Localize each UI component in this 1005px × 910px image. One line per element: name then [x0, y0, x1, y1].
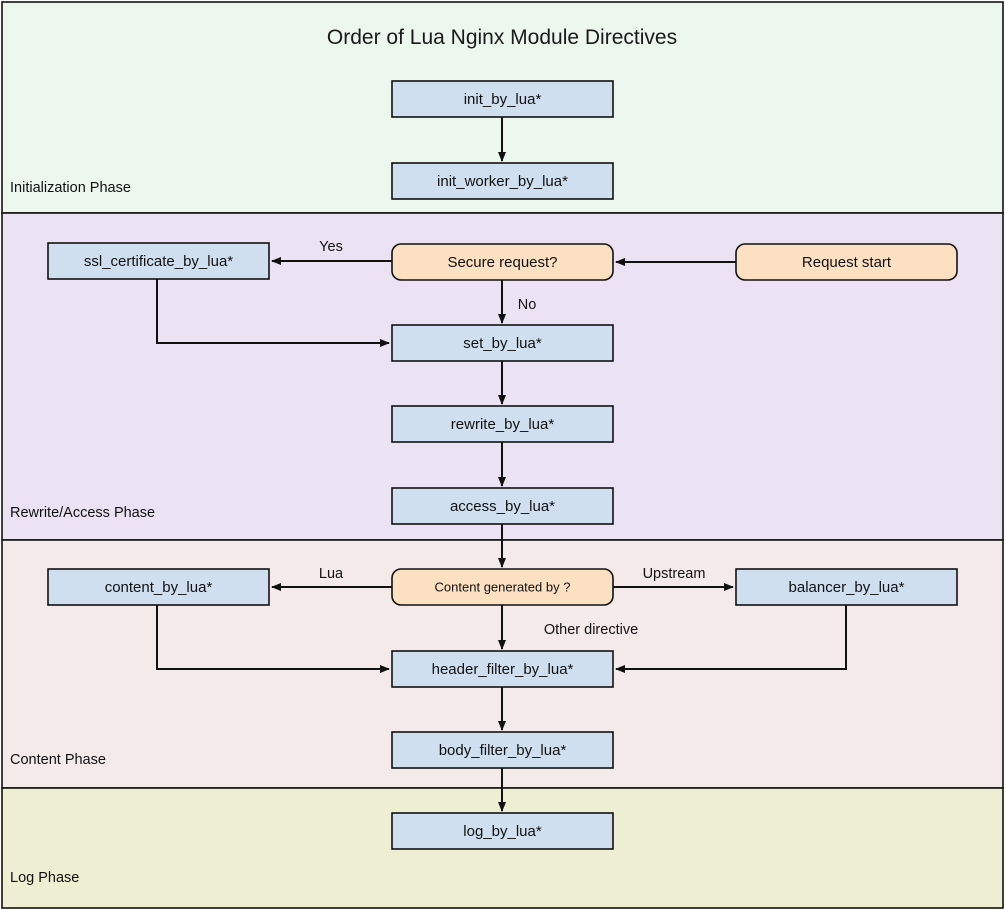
node-label-request_start: Request start	[802, 254, 892, 271]
node-init_by_lua[interactable]: init_by_lua*	[391, 80, 614, 118]
phase-band-label-rewrite: Rewrite/Access Phase	[10, 505, 155, 521]
edge-label-content-upstream-to-balancer: Upstream	[643, 566, 706, 582]
node-label-content_generated_by: Content generated by ?	[435, 579, 571, 594]
phase-band-label-content: Content Phase	[10, 752, 106, 768]
node-shape-log_by_lua[interactable]	[391, 812, 614, 850]
edge-label-secure-no-to-set: No	[518, 297, 537, 313]
node-label-init_by_lua: init_by_lua*	[464, 91, 542, 108]
edge-content-other-to-header: Other directive	[498, 605, 638, 650]
edge-label-content-other-to-header: Other directive	[544, 622, 638, 638]
node-set_by_lua[interactable]: set_by_lua*	[391, 324, 614, 362]
edge-label-content-lua-to-contentbylua: Lua	[319, 566, 344, 582]
node-log_by_lua[interactable]: log_by_lua*	[391, 812, 614, 850]
edge-contentbylua-to-header	[156, 605, 390, 673]
flow-nodes: init_by_lua* init_worker_by_lua* Request s…	[47, 80, 958, 850]
node-shape-secure_request[interactable]	[391, 243, 614, 281]
node-label-header_filter_by_lua: header_filter_by_lua*	[432, 661, 574, 678]
node-label-ssl_certificate_by_lua: ssl_certificate_by_lua*	[84, 253, 233, 270]
node-secure_request[interactable]: Secure request?	[391, 243, 614, 281]
node-label-balancer_by_lua: balancer_by_lua*	[789, 579, 905, 596]
edge-balancer-to-header	[615, 605, 847, 673]
node-request_start[interactable]: Request start	[735, 243, 958, 281]
edge-content-upstream-to-balancer: Upstream	[613, 566, 734, 591]
edge-content-lua-to-contentbylua: Lua	[271, 566, 392, 591]
node-label-init_worker_by_lua: init_worker_by_lua*	[437, 173, 568, 190]
edge-label-secure-yes-to-ssl: Yes	[319, 239, 343, 255]
node-ssl_certificate_by_lua[interactable]: ssl_certificate_by_lua*	[47, 242, 270, 280]
node-shape-request_start[interactable]	[735, 243, 958, 281]
node-label-secure_request: Secure request?	[447, 254, 557, 271]
node-shape-content_generated_by[interactable]	[391, 568, 614, 606]
edge-line-balancer-to-header	[615, 605, 847, 673]
node-shape-header_filter_by_lua[interactable]	[391, 650, 614, 688]
node-label-content_by_lua: content_by_lua*	[105, 579, 213, 596]
edge-line-contentbylua-to-header	[156, 605, 390, 673]
phase-band-label-init: Initialization Phase	[10, 180, 131, 196]
node-shape-access_by_lua[interactable]	[391, 487, 614, 525]
node-content_generated_by[interactable]: Content generated by ?	[391, 568, 614, 606]
node-balancer_by_lua[interactable]: balancer_by_lua*	[735, 568, 958, 606]
node-label-rewrite_by_lua: rewrite_by_lua*	[451, 416, 555, 433]
node-label-body_filter_by_lua: body_filter_by_lua*	[439, 742, 567, 759]
node-access_by_lua[interactable]: access_by_lua*	[391, 487, 614, 525]
node-body_filter_by_lua[interactable]: body_filter_by_lua*	[391, 731, 614, 769]
node-shape-body_filter_by_lua[interactable]	[391, 731, 614, 769]
edge-ssl-to-set	[156, 279, 390, 347]
node-header_filter_by_lua[interactable]: header_filter_by_lua*	[391, 650, 614, 688]
node-shape-content_by_lua[interactable]	[47, 568, 270, 606]
node-shape-set_by_lua[interactable]	[391, 324, 614, 362]
edge-secure-no-to-set: No	[498, 280, 537, 324]
node-shape-ssl_certificate_by_lua[interactable]	[47, 242, 270, 280]
node-label-set_by_lua: set_by_lua*	[463, 335, 542, 352]
node-rewrite_by_lua[interactable]: rewrite_by_lua*	[391, 405, 614, 443]
node-label-log_by_lua: log_by_lua*	[463, 823, 542, 840]
node-shape-init_by_lua[interactable]	[391, 80, 614, 118]
edge-line-ssl-to-set	[156, 279, 390, 347]
node-shape-balancer_by_lua[interactable]	[735, 568, 958, 606]
node-shape-init_worker_by_lua[interactable]	[391, 162, 614, 200]
phase-band-label-log: Log Phase	[10, 870, 79, 886]
page-title: Order of Lua Nginx Module Directives	[327, 26, 677, 49]
node-content_by_lua[interactable]: content_by_lua*	[47, 568, 270, 606]
node-shape-rewrite_by_lua[interactable]	[391, 405, 614, 443]
edge-secure-yes-to-ssl: Yes	[271, 239, 392, 265]
node-init_worker_by_lua[interactable]: init_worker_by_lua*	[391, 162, 614, 200]
node-label-access_by_lua: access_by_lua*	[450, 498, 555, 515]
